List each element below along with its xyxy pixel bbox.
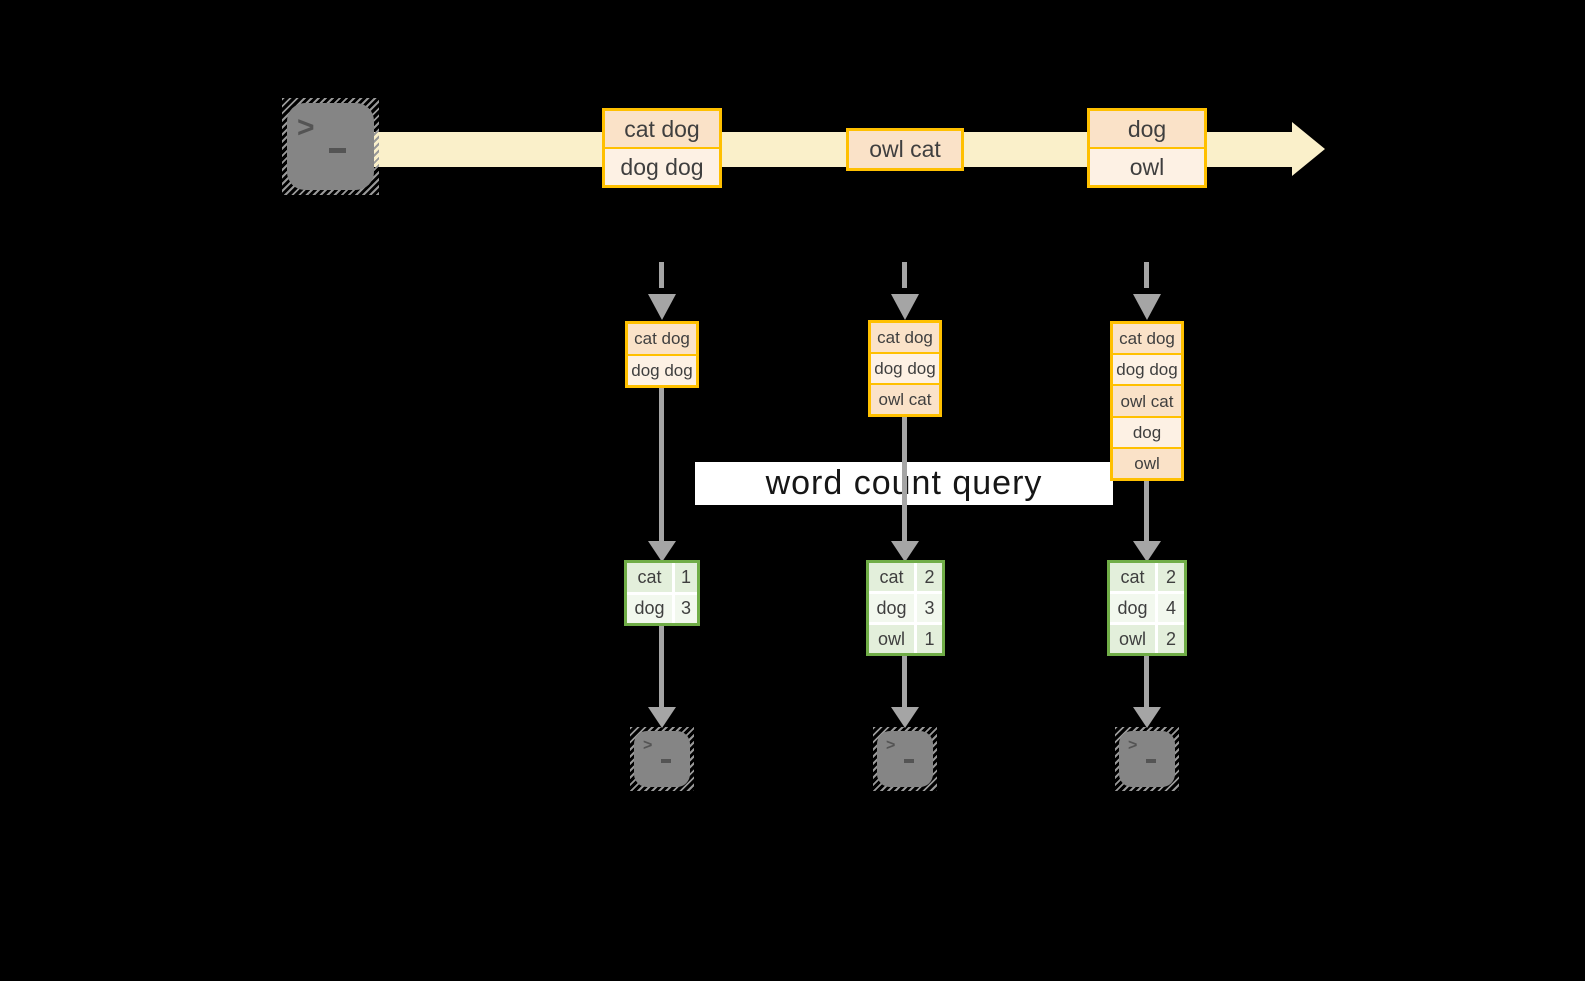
sink-terminal-icon: > <box>1115 727 1179 791</box>
table-cell-word: cat <box>869 563 914 591</box>
arrow-head <box>891 541 919 562</box>
table-cell-count: 1 <box>917 625 942 653</box>
dashed-arrow-head <box>891 294 919 320</box>
table-cell-count: 3 <box>917 594 942 622</box>
table-cell-count: 2 <box>917 563 942 591</box>
arrow-head <box>891 707 919 728</box>
table-cell-count: 2 <box>1158 625 1184 653</box>
arrow-head <box>1133 707 1161 728</box>
prompt-chevron-icon: > <box>297 111 315 144</box>
table-cell-word: owl <box>1110 625 1155 653</box>
arrow-line <box>1144 481 1149 541</box>
arrow-head <box>648 541 676 562</box>
buffered-events-list: cat dog dog dog <box>625 321 699 388</box>
buffer-row: dog <box>1113 417 1181 447</box>
terminal-body: > <box>877 731 933 787</box>
buffer-row: owl <box>1113 448 1181 479</box>
table-cell-count: 2 <box>1158 563 1184 591</box>
table-cell-count: 4 <box>1158 594 1184 622</box>
prompt-underscore-icon <box>1146 759 1156 763</box>
buffer-row: cat dog <box>628 324 696 354</box>
table-cell-word: dog <box>869 594 914 622</box>
stream-event-box: owl cat <box>846 128 964 171</box>
stream-arrowhead <box>1292 122 1325 176</box>
arrow-line <box>659 386 664 541</box>
terminal-body: > <box>287 103 374 190</box>
sink-terminal-icon: > <box>873 727 937 791</box>
dashed-arrow-segment <box>902 262 907 288</box>
prompt-chevron-icon: > <box>886 737 896 754</box>
buffer-row: dog dog <box>1113 355 1181 385</box>
dashed-arrow-head <box>648 294 676 320</box>
table-cell-count: 3 <box>675 594 697 623</box>
buffered-events-list: cat dog dog dog owl cat <box>868 320 942 417</box>
arrow-head <box>648 707 676 728</box>
word-count-table: cat 2 dog 4 owl 2 <box>1107 560 1187 656</box>
sink-terminal-icon: > <box>630 727 694 791</box>
table-cell-count: 1 <box>675 563 697 592</box>
dashed-arrow-segment <box>659 262 664 288</box>
buffer-row: cat dog <box>871 323 939 352</box>
buffered-events-list: cat dog dog dog owl cat dog owl <box>1110 321 1184 481</box>
source-terminal-icon: > <box>282 98 379 195</box>
table-cell-word: cat <box>627 563 672 592</box>
prompt-chevron-icon: > <box>643 737 653 754</box>
prompt-underscore-icon <box>329 148 346 153</box>
terminal-body: > <box>634 731 690 787</box>
prompt-chevron-icon: > <box>1128 737 1138 754</box>
table-cell-word: dog <box>627 594 672 623</box>
stream-event-row: dog <box>1090 111 1204 147</box>
arrow-line <box>1144 656 1149 707</box>
stream-event-box: cat dog dog dog <box>602 108 722 188</box>
stream-event-row: owl <box>1090 149 1204 185</box>
prompt-underscore-icon <box>661 759 671 763</box>
word-count-table: cat 2 dog 3 owl 1 <box>866 560 945 656</box>
arrow-head <box>1133 541 1161 562</box>
stream-event-row: dog dog <box>605 149 719 185</box>
stream-event-row: cat dog <box>605 111 719 147</box>
arrow-line <box>902 414 907 541</box>
arrow-line <box>659 626 664 707</box>
buffer-row: owl cat <box>1113 386 1181 416</box>
arrow-line <box>902 656 907 707</box>
word-count-table: cat 1 dog 3 <box>624 560 700 626</box>
buffer-row: dog dog <box>871 354 939 383</box>
buffer-row: owl cat <box>871 385 939 414</box>
table-cell-word: cat <box>1110 563 1155 591</box>
table-cell-word: owl <box>869 625 914 653</box>
table-cell-word: dog <box>1110 594 1155 622</box>
dashed-arrow-head <box>1133 294 1161 320</box>
prompt-underscore-icon <box>904 759 914 763</box>
buffer-row: cat dog <box>1113 324 1181 354</box>
stream-event-box: dog owl <box>1087 108 1207 188</box>
buffer-row: dog dog <box>628 355 696 385</box>
stream-event-row: owl cat <box>849 131 961 168</box>
terminal-body: > <box>1119 731 1175 787</box>
dashed-arrow-segment <box>1144 262 1149 288</box>
